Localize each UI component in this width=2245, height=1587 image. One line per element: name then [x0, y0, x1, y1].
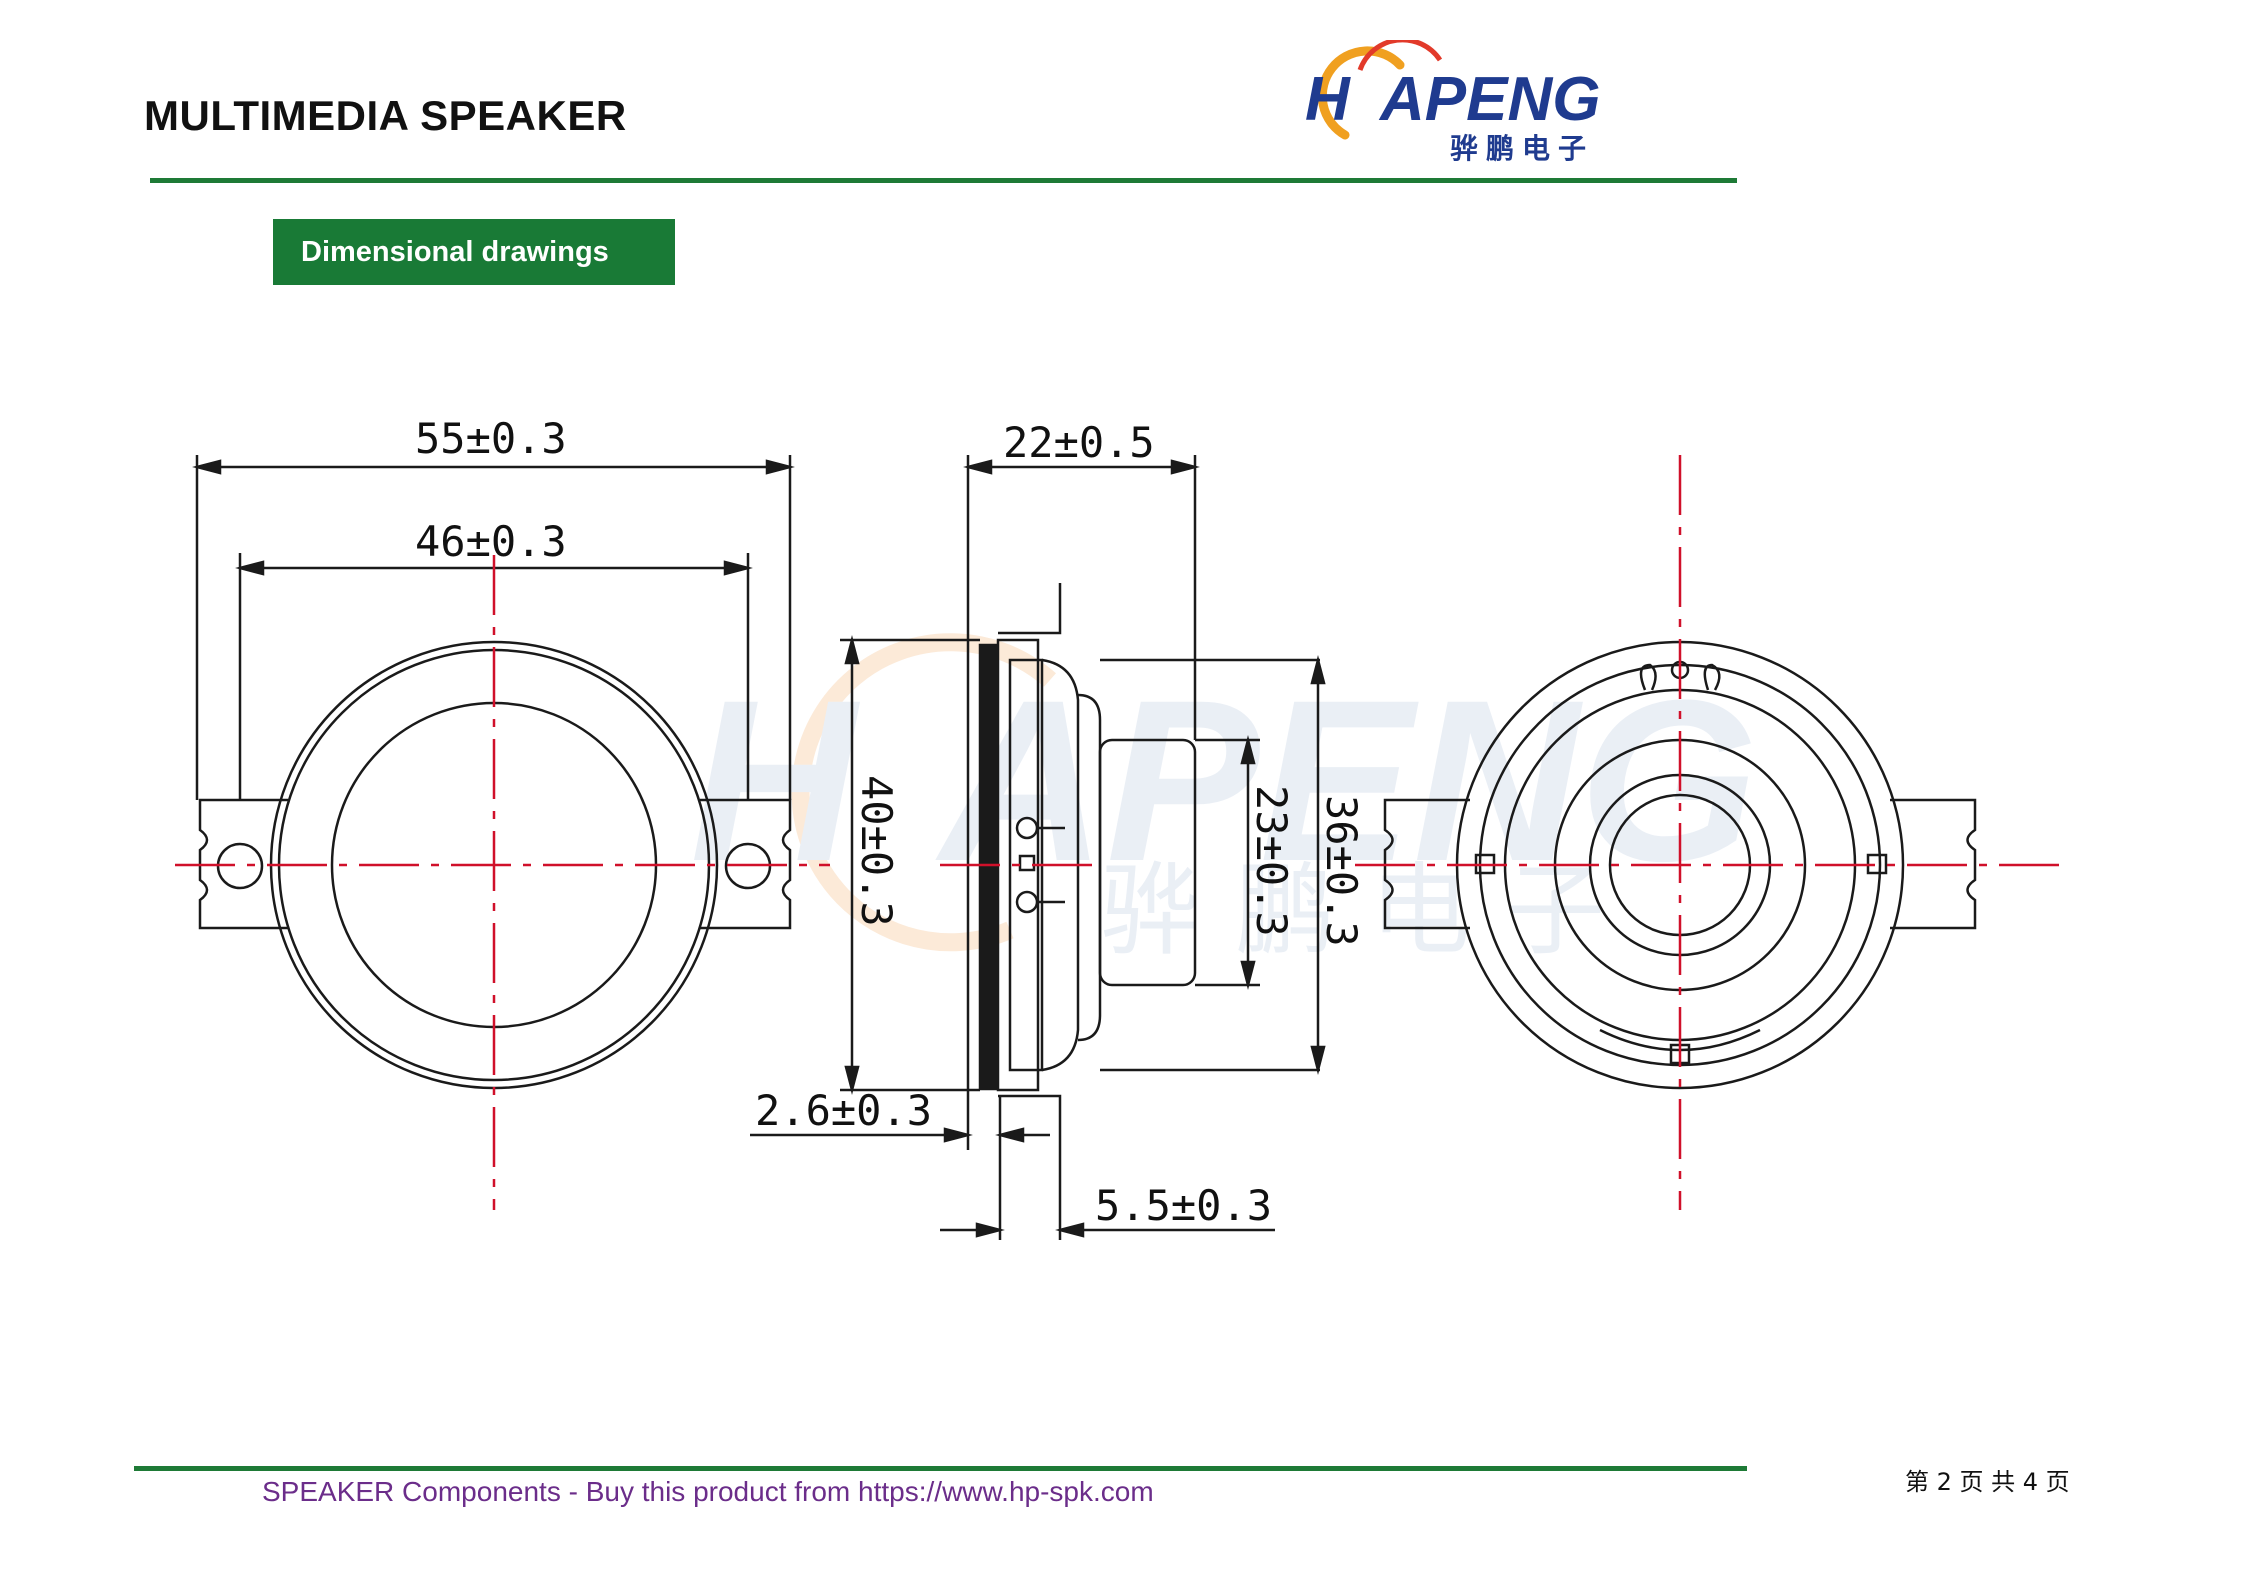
footer-rule — [134, 1466, 1747, 1471]
dim-flange-thickness: 2.6±0.3 — [755, 1086, 932, 1135]
header-rule — [150, 178, 1737, 183]
side-view — [966, 455, 1320, 1240]
dim-outer-width: 55±0.3 — [415, 414, 567, 463]
dim-mount-offset: 5.5±0.3 — [1095, 1181, 1272, 1230]
footer-text[interactable]: SPEAKER Components - Buy this product fr… — [262, 1476, 1154, 1507]
dim-mount-hole-spacing: 46±0.3 — [415, 517, 567, 566]
svg-text:APENG: APENG — [1378, 65, 1600, 134]
dim-front-diameter: 40±0.3 — [852, 775, 901, 927]
huapeng-logo: H APENG 骅鹏电子 — [1305, 40, 1600, 165]
svg-text:H: H — [690, 652, 861, 909]
dim-magnet-diameter: 23±0.3 — [1247, 785, 1296, 937]
page-indicator: 第 2 页 共 4 页 — [1905, 1468, 2070, 1496]
svg-text:H: H — [1305, 65, 1351, 134]
watermark: H APENG 骅鹏电子 — [690, 633, 1758, 969]
svg-text:骅鹏电子: 骅鹏电子 — [1450, 132, 1594, 165]
document-title: MULTIMEDIA SPEAKER — [144, 92, 627, 139]
dim-depth: 22±0.5 — [1003, 418, 1155, 467]
dim-basket-diameter: 36±0.3 — [1317, 795, 1366, 947]
section-badge: Dimensional drawings — [273, 219, 675, 285]
svg-text:骅鹏电子: 骅鹏电子 — [1100, 852, 1640, 969]
